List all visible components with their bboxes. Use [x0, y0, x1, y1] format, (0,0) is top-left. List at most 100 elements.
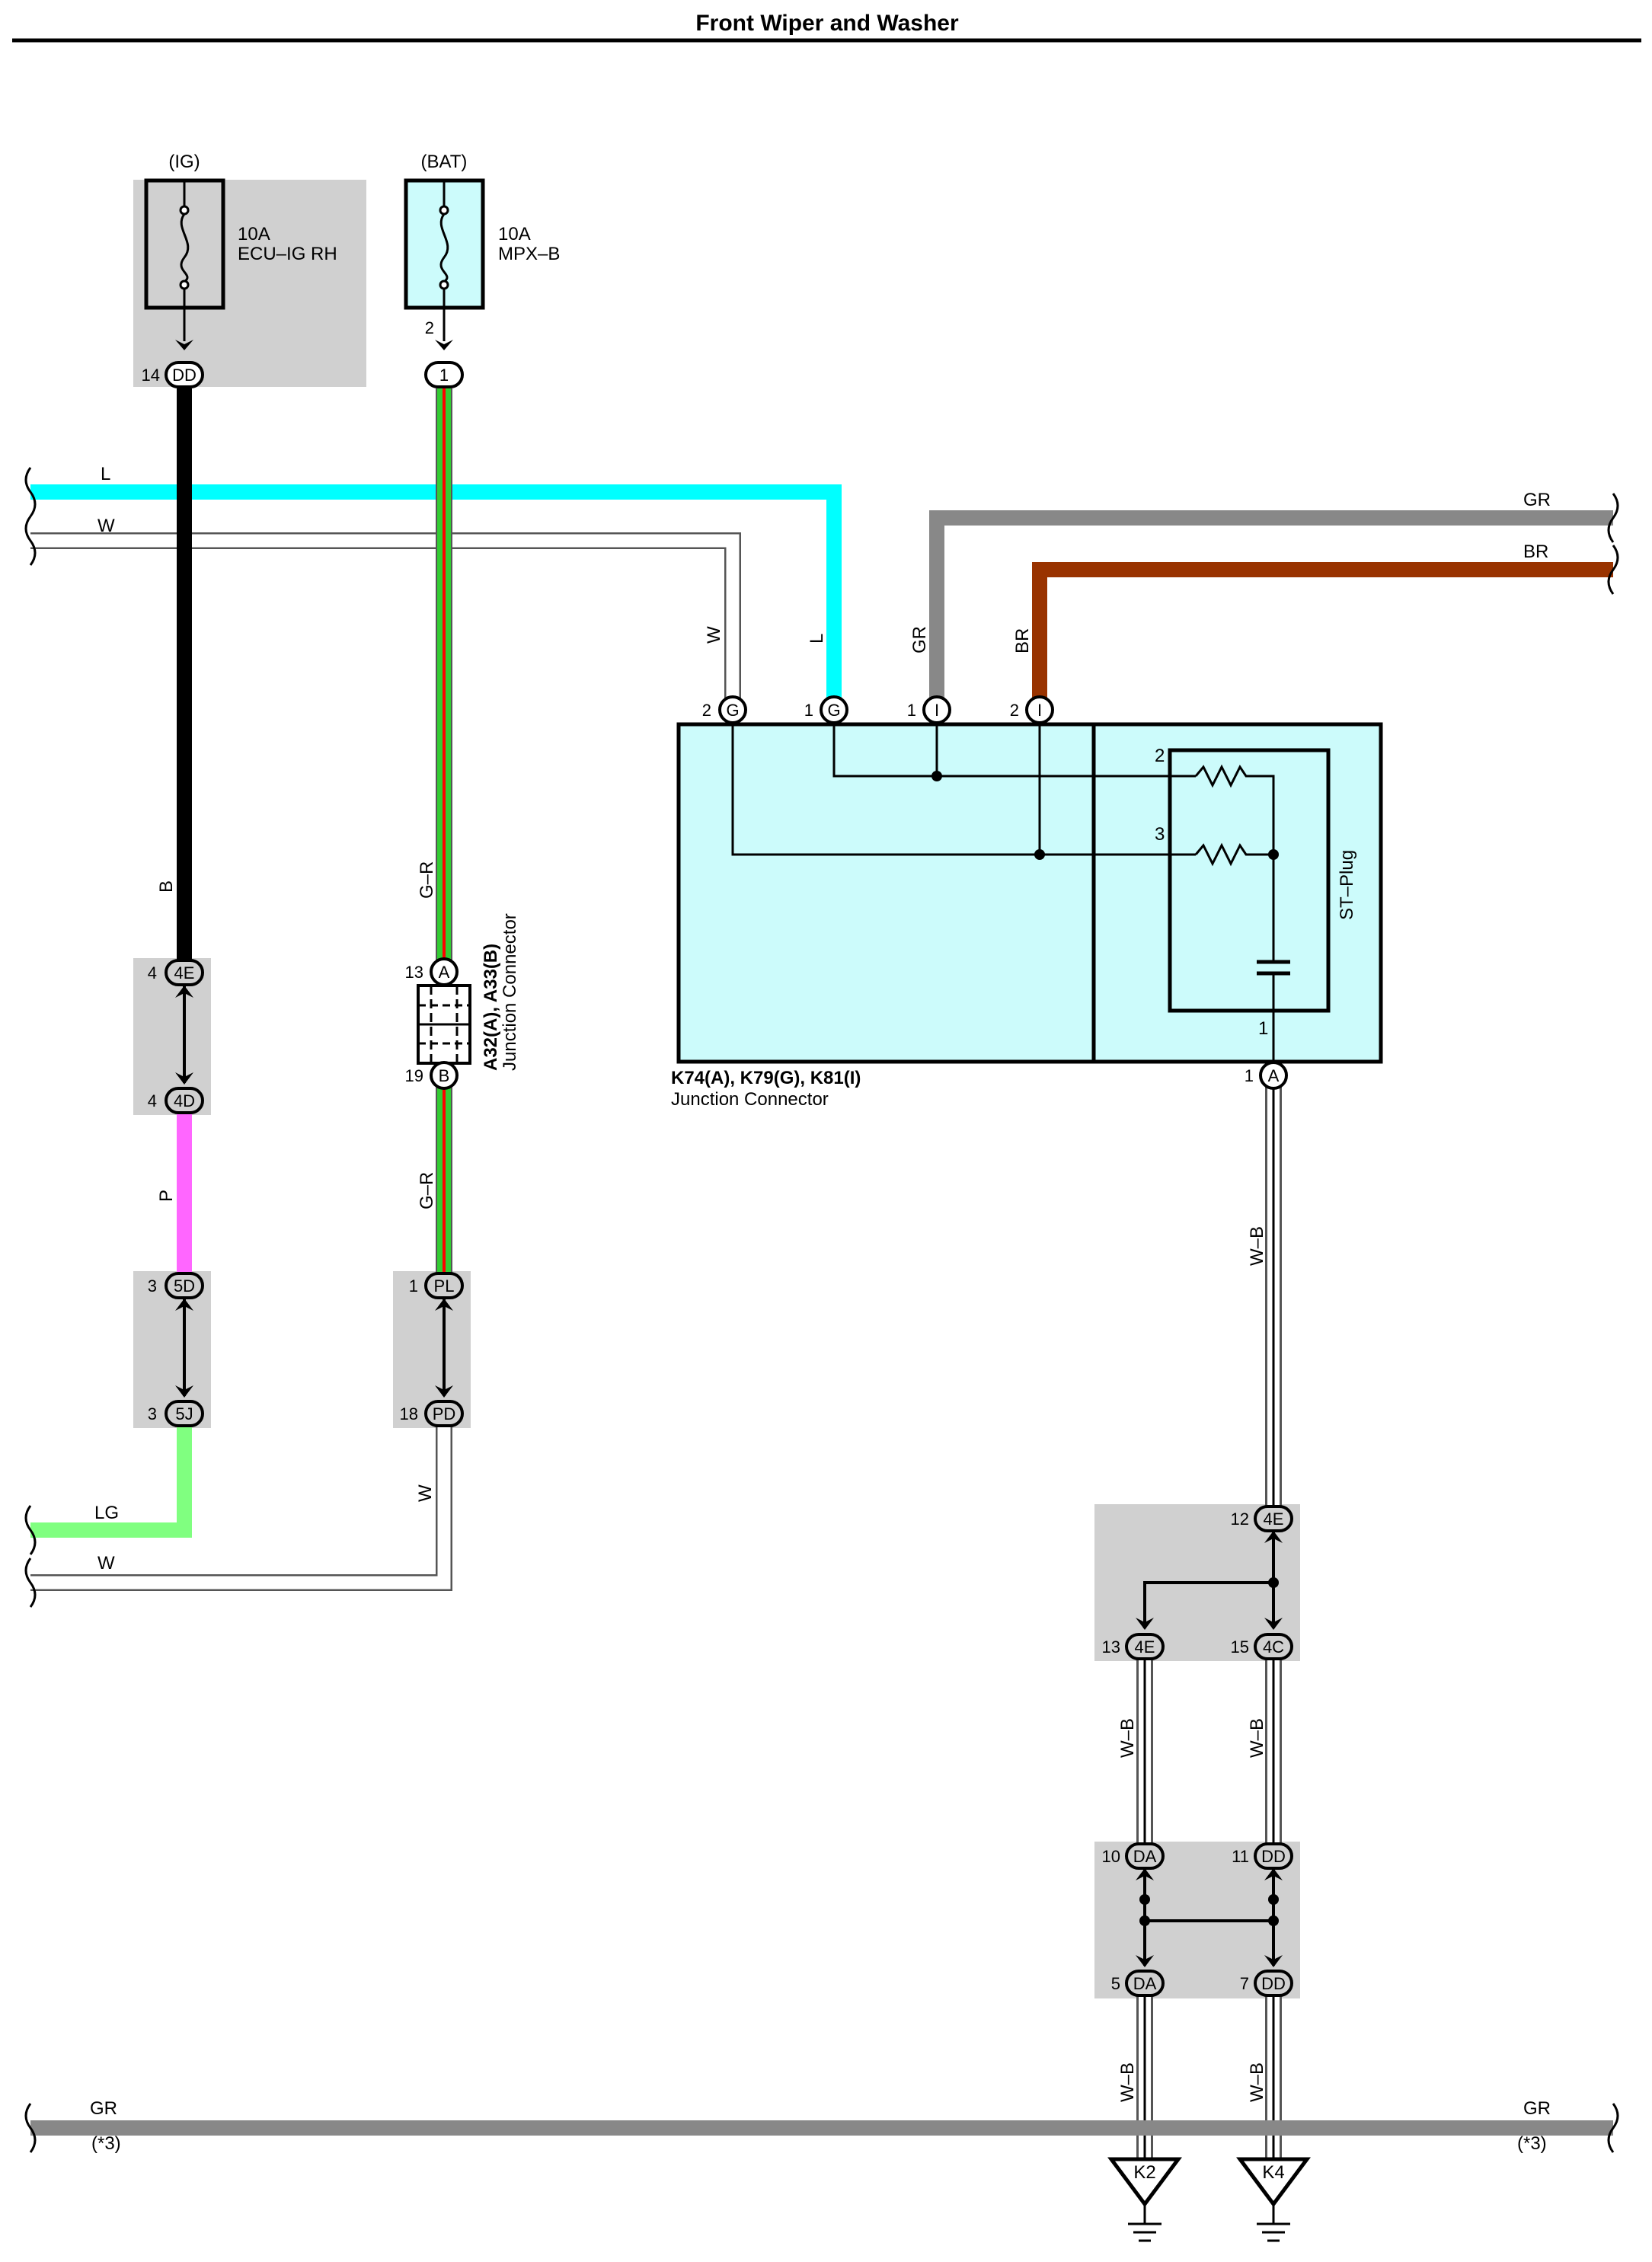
- connector-5j: 5J 3: [148, 1400, 204, 1427]
- connector-i-2: I 2: [1010, 695, 1054, 724]
- wire-label-w-b-right-mid: W–B: [1247, 1718, 1267, 1758]
- connector-1-pin: 2: [425, 318, 434, 337]
- wire-break-marks: [24, 467, 1619, 2153]
- wire-label-w-b-left-mid: W–B: [1117, 1718, 1138, 1758]
- connector-5d-code: 5D: [174, 1276, 195, 1296]
- connector-i-1: I 1: [907, 695, 951, 724]
- connector-dd-7-pin: 7: [1240, 1974, 1249, 1993]
- wire-label-w-b-left-low: W–B: [1117, 2062, 1138, 2102]
- connector-5d: 5D 3: [148, 1272, 204, 1299]
- connector-4e-code: 4E: [174, 963, 195, 982]
- junction-connector-a32-a33: [417, 984, 471, 1065]
- wire-l: [30, 484, 842, 708]
- connector-dd-11-pin: 11: [1232, 1847, 1249, 1866]
- fuse-bat-name: MPX–B: [498, 244, 560, 264]
- connector-4e-pin: 4: [148, 963, 157, 982]
- connector-pl-pin: 1: [409, 1276, 418, 1296]
- wire-br: [1032, 562, 1613, 708]
- wire-label-br: BR: [1523, 542, 1548, 562]
- fuse-ig-source: (IG): [168, 152, 200, 172]
- connector-i-1-pin: 1: [907, 701, 916, 720]
- wire-lg: [30, 1423, 192, 1538]
- wire-label-lg: LG: [94, 1503, 119, 1523]
- wire-w-top: [30, 532, 741, 708]
- ground-k2-label: K2: [1133, 2162, 1155, 2183]
- wire-label-w-bottom: W: [97, 1553, 115, 1573]
- connector-a-13: A 13: [405, 957, 459, 986]
- connector-4c-15-pin: 15: [1231, 1637, 1249, 1657]
- connector-da-10: DA 10: [1102, 1842, 1165, 1870]
- connector-dd-14-pin: 14: [142, 366, 160, 385]
- wire-label-l-k: L: [807, 634, 827, 644]
- connector-pl-code: PL: [434, 1276, 455, 1296]
- connector-g-2: G 2: [702, 695, 747, 724]
- connector-5j-pin: 3: [148, 1404, 157, 1423]
- wire-label-w-top: W: [97, 516, 115, 536]
- st-plug-pin-2: 2: [1155, 746, 1165, 766]
- fuse-mpx-b: [404, 178, 485, 350]
- connector-dd-7: DD 7: [1240, 1970, 1293, 1997]
- st-plug-pin-3: 3: [1155, 824, 1165, 845]
- connector-arrows: [175, 986, 1283, 1967]
- fuse-ig-name: ECU–IG RH: [238, 244, 337, 264]
- junction-k-desc: Junction Connector: [671, 1089, 829, 1110]
- connector-a-1: A 1: [1245, 1061, 1288, 1090]
- fuse-bat-rating: 10A: [498, 224, 531, 244]
- wire-label-b: B: [156, 880, 177, 893]
- page-title: Front Wiper and Washer: [695, 11, 959, 36]
- junction-a-id: A32(A), A33(B): [481, 944, 501, 1071]
- connector-4e-12: 4E 12: [1231, 1505, 1293, 1532]
- wire-label-w-k: W: [704, 626, 724, 644]
- connector-dd-11-code: DD: [1261, 1847, 1286, 1866]
- connector-g-1: G 1: [804, 695, 848, 724]
- st-plug-label: ST–Plug: [1337, 850, 1357, 920]
- connector-4e-13: 4E 13: [1102, 1633, 1165, 1660]
- fuse-ig-rating: 10A: [238, 224, 270, 244]
- connector-a-13-pin: 13: [405, 963, 423, 982]
- connector-4e-12-pin: 12: [1231, 1510, 1249, 1529]
- connector-g-1-pin: 1: [804, 701, 813, 720]
- connector-dd-14-code: DD: [172, 366, 197, 385]
- connector-dd-7-code: DD: [1261, 1974, 1286, 1993]
- connector-pd: PD 18: [400, 1400, 464, 1427]
- junction-connector-k: [676, 722, 1383, 1064]
- connector-da-5: DA 5: [1111, 1970, 1165, 1997]
- connector-4d-code: 4D: [174, 1091, 195, 1110]
- connector-da-10-pin: 10: [1102, 1847, 1120, 1866]
- wire-w-bottom: [30, 1423, 452, 1591]
- wire-label-br-k: BR: [1012, 628, 1033, 653]
- wire-label-g-r-lower: G–R: [417, 1172, 437, 1209]
- connector-5d-pin: 3: [148, 1276, 157, 1296]
- wire-label-w-b-right-low: W–B: [1247, 2062, 1267, 2102]
- connector-4e-13-code: 4E: [1135, 1637, 1155, 1657]
- connector-da-5-code: DA: [1133, 1974, 1157, 1993]
- connector-da-10-code: DA: [1133, 1847, 1157, 1866]
- connector-dd-11: DD 11: [1232, 1842, 1293, 1870]
- connector-i-2-code: I: [1037, 701, 1042, 720]
- fuse-ig-area: [133, 180, 366, 387]
- connector-4d-pin: 4: [148, 1091, 157, 1110]
- wire-label-l: L: [101, 464, 110, 484]
- ground-k2: [1107, 2157, 1182, 2242]
- connector-pd-pin: 18: [400, 1404, 418, 1423]
- connector-b-19: B 19: [405, 1061, 459, 1090]
- fuse-ecu-ig-rh: [144, 178, 225, 350]
- wire-gr-top: [929, 510, 1613, 708]
- note-left: (*3): [91, 2133, 121, 2154]
- connector-a-1-pin: 1: [1245, 1066, 1254, 1085]
- connector-1: 1 2: [424, 318, 464, 388]
- wire-label-gr-top: GR: [1523, 490, 1551, 510]
- wire-label-w-pd: W: [415, 1484, 436, 1502]
- connector-a-13-code: A: [439, 963, 450, 982]
- junction-k-id: K74(A), K79(G), K81(I): [671, 1068, 861, 1088]
- connector-i-2-pin: 2: [1010, 701, 1019, 720]
- connector-4c-15-code: 4C: [1263, 1637, 1284, 1657]
- connector-pl: PL 1: [409, 1272, 464, 1299]
- wire-label-gr-bottom-right: GR: [1523, 2098, 1551, 2119]
- wire-label-gr-k: GR: [909, 626, 930, 653]
- wire-label-w-b-main: W–B: [1247, 1226, 1267, 1266]
- connector-g-1-code: G: [827, 701, 840, 720]
- wire-label-gr-bottom-left: GR: [90, 2098, 117, 2119]
- connector-4e-12-code: 4E: [1264, 1510, 1284, 1529]
